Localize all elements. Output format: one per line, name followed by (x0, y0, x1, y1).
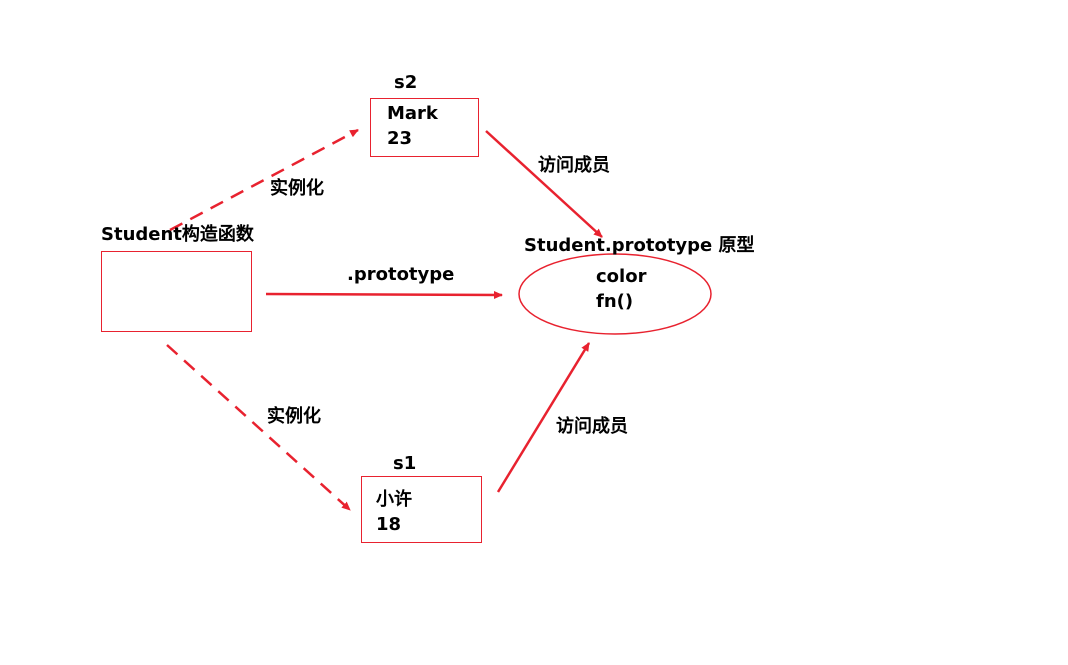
access-edge-s1 (496, 342, 591, 493)
instance-s1-label: s1 (393, 453, 417, 474)
instantiate-edge-s2 (169, 128, 359, 232)
instance-s1-box (361, 476, 482, 543)
access-label-top: 访问成员 (538, 155, 610, 176)
prototype-member-fn: fn() (596, 291, 634, 312)
constructor-label: Student构造函数 (101, 224, 254, 245)
instance-s1-age: 18 (376, 514, 402, 535)
prototype-member-color: color (596, 266, 647, 287)
prototype-link-label: .prototype (347, 264, 455, 285)
prototype-label: Student.prototype 原型 (524, 235, 755, 256)
instantiate-label-bottom: 实例化 (267, 406, 321, 427)
instantiate-edge-s1 (166, 344, 351, 511)
instance-s2-age: 23 (387, 128, 413, 149)
prototype-ellipse (518, 253, 712, 335)
instance-s2-name: Mark (387, 103, 438, 124)
instance-s2-box (370, 98, 479, 157)
instance-s1-name: 小许 (376, 489, 412, 510)
prototype-edge (265, 290, 503, 299)
access-label-bottom: 访问成员 (556, 416, 628, 437)
instance-s2-label: s2 (394, 72, 418, 93)
instantiate-label-top: 实例化 (270, 178, 324, 199)
constructor-box (101, 251, 252, 332)
access-edge-s2 (485, 130, 603, 238)
